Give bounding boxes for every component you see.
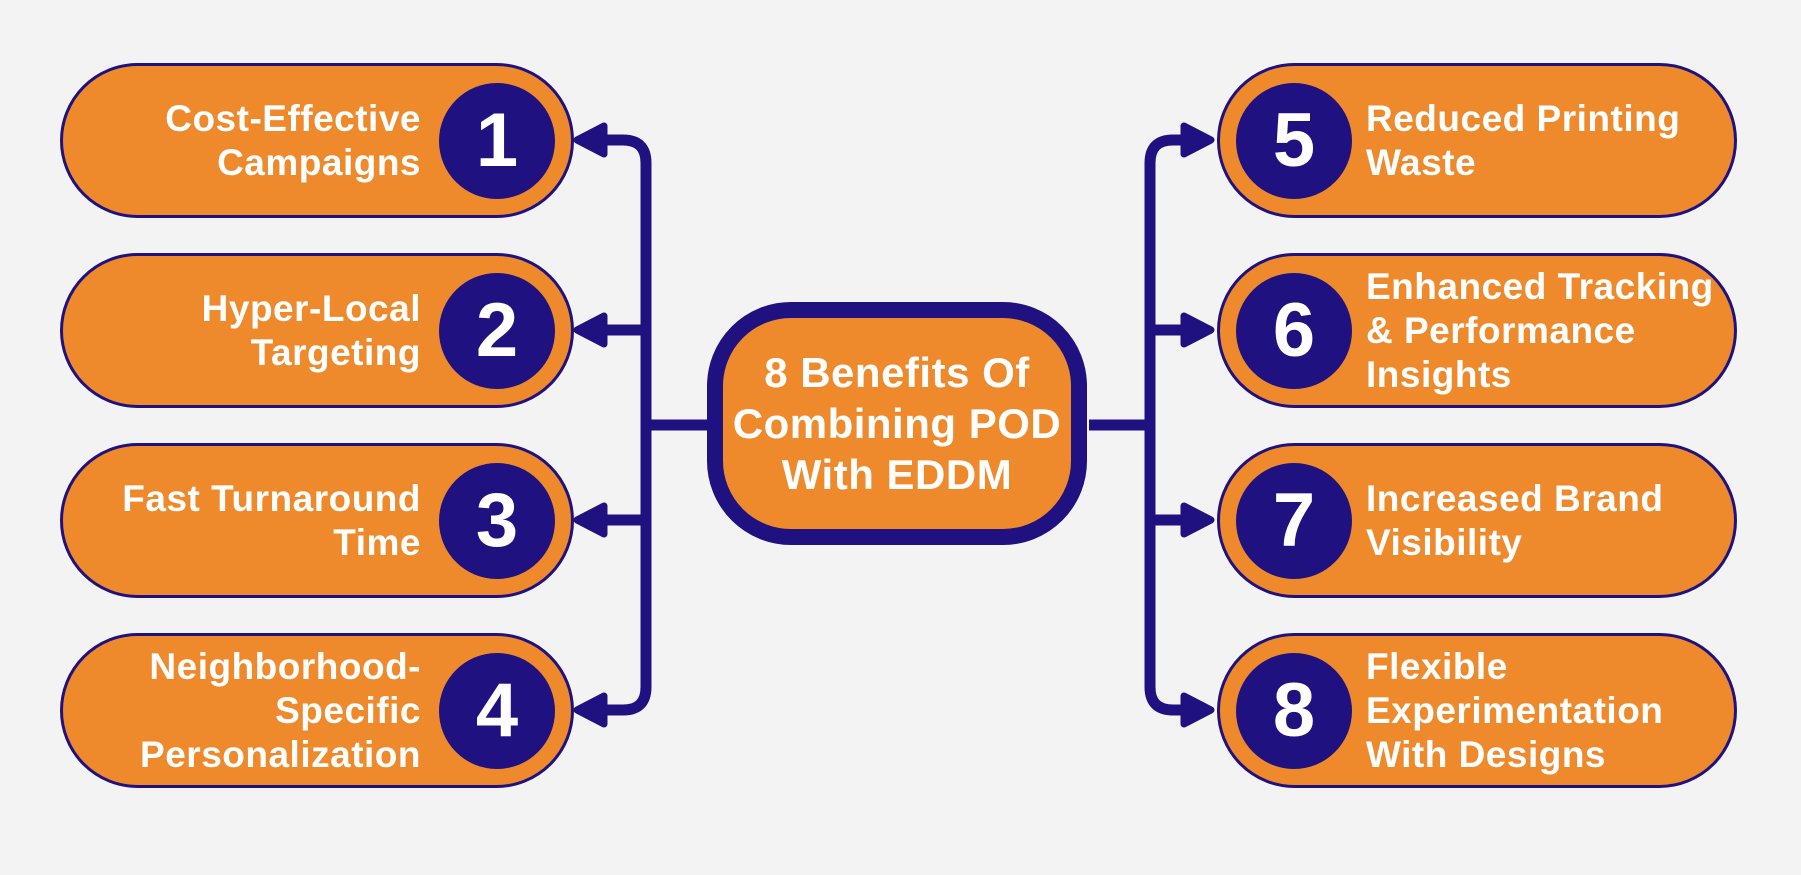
benefit-2-text: Hyper-Local Targeting bbox=[93, 287, 421, 375]
number-badge-6: 6 bbox=[1236, 272, 1352, 389]
benefit-card-4: Neighborhood- Specific Personalization 4 bbox=[60, 633, 574, 788]
central-title-line: With EDDM bbox=[781, 451, 1013, 498]
benefit-card-7: 7 Increased Brand Visibility bbox=[1217, 443, 1737, 598]
benefit-line: Time bbox=[333, 521, 421, 563]
benefit-line: Visibility bbox=[1366, 521, 1523, 563]
benefit-3-text: Fast Turnaround Time bbox=[93, 477, 421, 565]
benefit-line: Personalization bbox=[140, 733, 421, 775]
central-title-line: Combining POD bbox=[732, 400, 1062, 447]
number-badge-8: 8 bbox=[1236, 652, 1352, 769]
benefit-card-1: Cost-Effective Campaigns 1 bbox=[60, 63, 574, 218]
benefit-card-2: Hyper-Local Targeting 2 bbox=[60, 253, 574, 408]
benefit-5-text: Reduced Printing Waste bbox=[1366, 97, 1710, 185]
arrow-right-5-icon bbox=[1180, 122, 1215, 158]
arrow-right-7-icon bbox=[1180, 502, 1215, 538]
benefit-line: With Designs bbox=[1366, 733, 1607, 775]
benefit-card-6: 6 Enhanced Tracking & Performance Insigh… bbox=[1217, 253, 1737, 408]
central-title-line: 8 Benefits Of bbox=[764, 349, 1030, 396]
benefit-6-text: Enhanced Tracking & Performance Insights bbox=[1366, 265, 1714, 397]
number-badge-5: 5 bbox=[1236, 82, 1352, 199]
benefit-line: Increased Brand bbox=[1366, 477, 1664, 519]
number-badge-3: 3 bbox=[439, 462, 555, 579]
benefit-8-text: Flexible Experimentation With Designs bbox=[1366, 645, 1710, 777]
benefit-line: Fast Turnaround bbox=[122, 477, 421, 519]
number-badge-4: 4 bbox=[439, 652, 555, 769]
benefit-line: & Performance bbox=[1366, 309, 1636, 351]
left-trunk-path bbox=[604, 134, 652, 716]
benefit-line: Targeting bbox=[250, 331, 421, 373]
central-title: 8 Benefits Of Combining POD With EDDM bbox=[733, 347, 1061, 500]
benefit-line: Experimentation bbox=[1366, 689, 1664, 731]
arrow-left-3-icon bbox=[573, 502, 608, 538]
benefit-line: Hyper-Local bbox=[201, 287, 421, 329]
right-trunk-path bbox=[1144, 134, 1183, 716]
arrow-left-4-icon bbox=[573, 692, 608, 728]
benefit-line: Campaigns bbox=[217, 141, 421, 183]
benefit-card-3: Fast Turnaround Time 3 bbox=[60, 443, 574, 598]
benefit-7-text: Increased Brand Visibility bbox=[1366, 477, 1710, 565]
benefit-line: Reduced Printing bbox=[1366, 97, 1681, 139]
benefit-card-5: 5 Reduced Printing Waste bbox=[1217, 63, 1737, 218]
number-badge-1: 1 bbox=[439, 82, 555, 199]
benefit-line: Waste bbox=[1366, 141, 1477, 183]
arrow-left-2-icon bbox=[573, 312, 608, 348]
central-title-box: 8 Benefits Of Combining POD With EDDM bbox=[707, 302, 1087, 545]
arrow-right-8-icon bbox=[1180, 692, 1215, 728]
benefit-line: Specific bbox=[275, 689, 421, 731]
benefit-line: Cost-Effective bbox=[165, 97, 421, 139]
benefit-line: Insights bbox=[1366, 353, 1512, 395]
benefit-4-text: Neighborhood- Specific Personalization bbox=[93, 645, 421, 777]
benefit-line: Enhanced Tracking bbox=[1366, 265, 1714, 307]
arrow-right-6-icon bbox=[1180, 312, 1215, 348]
benefit-1-text: Cost-Effective Campaigns bbox=[93, 97, 421, 185]
benefit-card-8: 8 Flexible Experimentation With Designs bbox=[1217, 633, 1737, 788]
benefit-line: Flexible bbox=[1366, 645, 1508, 687]
arrow-left-1-icon bbox=[573, 122, 608, 158]
number-badge-7: 7 bbox=[1236, 462, 1352, 579]
benefit-line: Neighborhood- bbox=[149, 645, 421, 687]
number-badge-2: 2 bbox=[439, 272, 555, 389]
